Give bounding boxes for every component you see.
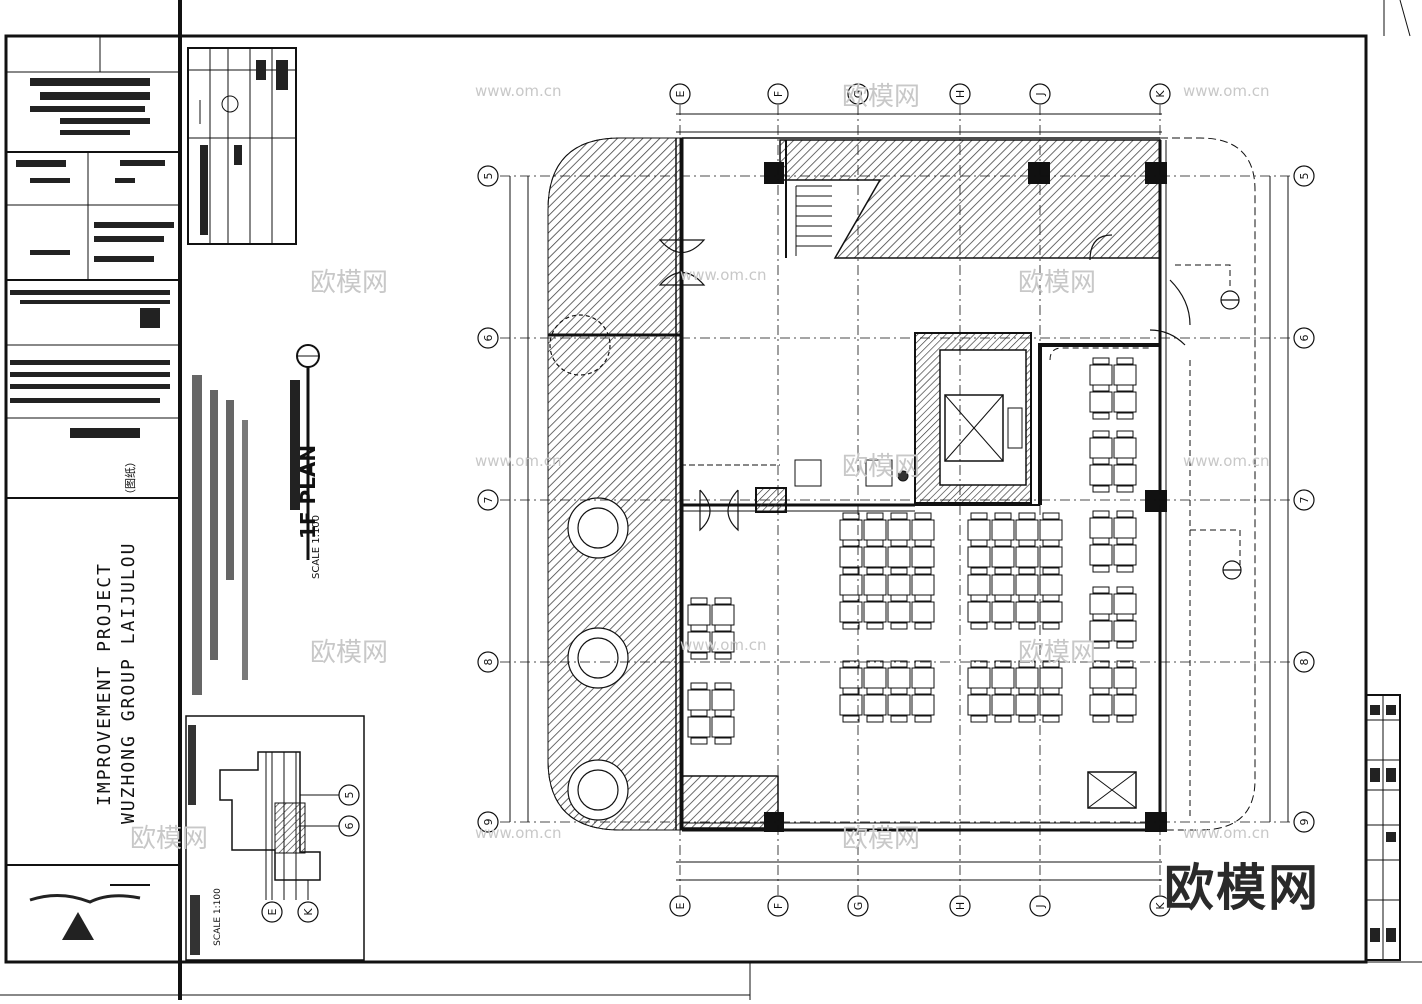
- svg-text:5: 5: [482, 173, 495, 180]
- watermark-url: www.om.cn: [680, 636, 767, 654]
- watermark-cn: 欧模网: [310, 268, 389, 298]
- svg-text:J: J: [1034, 92, 1047, 96]
- project-title-en-line2: IMPROVEMENT PROJECT: [94, 562, 115, 806]
- grid-bubble-left-7: 7: [477, 489, 499, 511]
- grid-bubble-top-G: G: [847, 83, 869, 105]
- svg-text:5: 5: [343, 792, 356, 799]
- svg-text:8: 8: [482, 659, 495, 666]
- svg-text:E: E: [266, 908, 279, 915]
- detail-box: [185, 715, 365, 961]
- grid-bubble-top-K: K: [1149, 83, 1171, 105]
- dimension-lines: [509, 113, 1289, 881]
- grid-bubble-left-9: 9: [477, 811, 499, 833]
- grid-bubble-left-8: 8: [477, 651, 499, 673]
- grid-bubble-bottom-G: G: [847, 895, 869, 917]
- grid-bubble-bottom-J: J: [1029, 895, 1051, 917]
- svg-text:H: H: [954, 90, 967, 98]
- svg-text:7: 7: [1298, 497, 1311, 504]
- svg-text:F: F: [772, 91, 785, 97]
- grid-bubble-right-5: 5: [1293, 165, 1315, 187]
- detail-bubble-6: 6: [338, 815, 360, 837]
- grid-bubble-bottom-H: H: [949, 895, 971, 917]
- watermark-url: www.om.cn: [475, 824, 562, 842]
- watermark-cn: 欧模网: [842, 82, 921, 112]
- grid-bubble-left-5: 5: [477, 165, 499, 187]
- watermark-url: www.om.cn: [475, 452, 562, 470]
- detail-bubble-K: K: [297, 901, 319, 923]
- svg-text:E: E: [674, 902, 687, 909]
- company-logo-icon: [62, 912, 94, 940]
- hatched-areas: [547, 137, 1161, 831]
- svg-text:J: J: [1034, 904, 1047, 908]
- elevator-symbol: [944, 394, 1137, 809]
- grid-bubble-bottom-F: F: [767, 895, 789, 917]
- svg-text:E: E: [674, 90, 687, 97]
- section-markers: [1220, 290, 1242, 580]
- grid-bubble-left-6: 6: [477, 327, 499, 349]
- project-title-en-line1: WUZHONG GROUP LAIJULOU: [118, 541, 139, 824]
- legend-panel: [187, 47, 320, 695]
- drawing-label: （图纸）: [124, 456, 137, 500]
- svg-text:K: K: [302, 908, 315, 916]
- watermark-url: www.om.cn: [680, 266, 767, 284]
- stair-treads: [795, 185, 832, 256]
- grid-lines: [500, 105, 1300, 895]
- grid-bubble-top-E: E: [669, 83, 691, 105]
- watermark-cn: 欧模网: [842, 824, 921, 854]
- grid-bubble-top-J: J: [1029, 83, 1051, 105]
- brand-logo-text: 欧模网: [1164, 859, 1320, 917]
- svg-text:9: 9: [482, 819, 495, 826]
- svg-text:G: G: [852, 902, 865, 911]
- watermark-url: www.om.cn: [1183, 452, 1270, 470]
- round-tables: [549, 314, 629, 821]
- svg-text:6: 6: [482, 335, 495, 342]
- doors: [658, 234, 1191, 532]
- svg-text:8: 8: [1298, 659, 1311, 666]
- watermark-cn: 欧模网: [842, 452, 921, 482]
- svg-text:5: 5: [1298, 173, 1311, 180]
- grid-bubble-top-F: F: [767, 83, 789, 105]
- watermark-cn: 欧模网: [130, 824, 209, 854]
- grid-bubble-right-7: 7: [1293, 489, 1315, 511]
- svg-text:6: 6: [1298, 335, 1311, 342]
- svg-text:7: 7: [482, 497, 495, 504]
- detail-bubble-E: E: [261, 901, 283, 923]
- watermark-url: www.om.cn: [1183, 82, 1270, 100]
- dining-tables: [687, 357, 1137, 745]
- grid-bubble-bottom-K: K: [1149, 895, 1171, 917]
- watermark-cn: 欧模网: [310, 638, 389, 668]
- svg-text:K: K: [1154, 902, 1167, 910]
- svg-text:H: H: [954, 902, 967, 910]
- svg-text:F: F: [772, 903, 785, 909]
- watermark-cn: 欧模网: [1018, 268, 1097, 298]
- grid-bubble-top-H: H: [949, 83, 971, 105]
- detail-scale: SCALE 1:100: [213, 888, 223, 946]
- title-block: [6, 36, 180, 940]
- svg-text:6: 6: [343, 823, 356, 830]
- grid-bubble-right-9: 9: [1293, 811, 1315, 833]
- grid-bubble-right-6: 6: [1293, 327, 1315, 349]
- svg-text:K: K: [1154, 90, 1167, 98]
- plan-scale: SCALE 1:100: [311, 514, 322, 580]
- canopy-outline: [1049, 264, 1241, 820]
- svg-text:G: G: [852, 90, 865, 99]
- revision-strip: [1365, 694, 1401, 961]
- detail-bubble-5: 5: [338, 784, 360, 806]
- svg-text:9: 9: [1298, 819, 1311, 826]
- grid-bubble-right-8: 8: [1293, 651, 1315, 673]
- grid-bubble-bottom-E: E: [669, 895, 691, 917]
- watermark-url: www.om.cn: [475, 82, 562, 100]
- watermark-url: www.om.cn: [1183, 824, 1270, 842]
- watermark-cn: 欧模网: [1018, 638, 1097, 668]
